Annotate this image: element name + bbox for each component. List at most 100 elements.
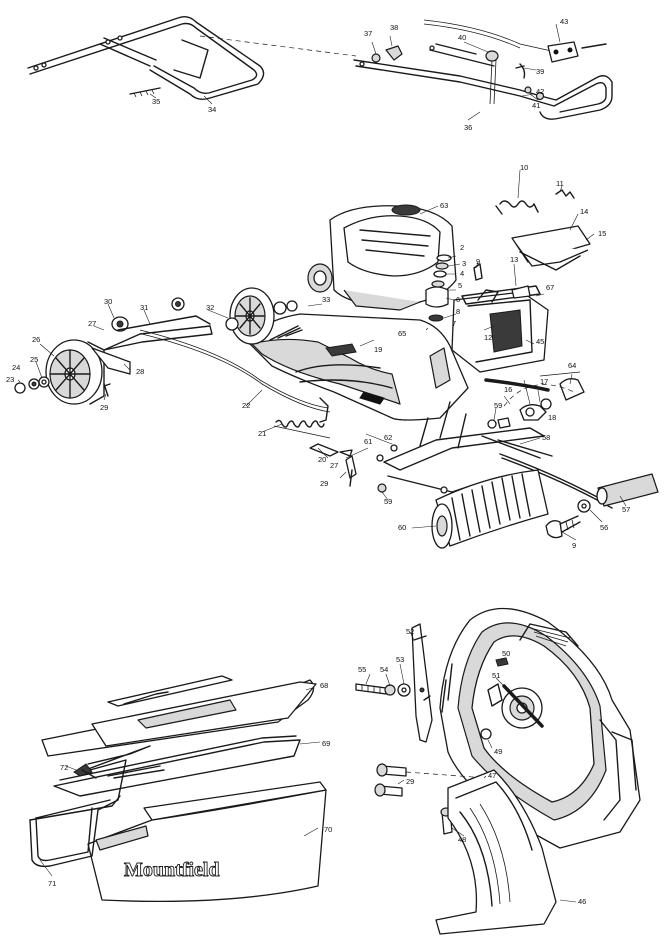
callout-6: 6 <box>456 295 460 304</box>
callout-25: 25 <box>30 355 38 364</box>
height-adjuster <box>503 371 585 421</box>
callout-29a: 29 <box>100 403 108 412</box>
callout-5: 5 <box>458 281 462 290</box>
grass-box-handle-wire <box>29 759 127 868</box>
callout-14: 14 <box>580 207 588 216</box>
callout-19: 19 <box>374 345 382 354</box>
callout-72: 72 <box>60 763 68 772</box>
callout-56: 56 <box>600 523 608 532</box>
callout-60: 60 <box>398 523 406 532</box>
callout-24: 24 <box>12 363 20 372</box>
grass-box-clip <box>73 763 97 779</box>
callout-23: 23 <box>6 375 14 384</box>
callout-52: 52 <box>406 627 414 636</box>
callout-47: 47 <box>488 771 496 780</box>
callout-64: 64 <box>568 361 576 370</box>
callout-35: 35 <box>152 97 160 106</box>
callout-58: 58 <box>542 433 550 442</box>
callout-54: 54 <box>380 665 388 674</box>
callout-39: 39 <box>536 67 544 76</box>
blade-fixings <box>355 683 411 697</box>
callout-11: 11 <box>556 179 564 188</box>
callout-63: 63 <box>440 201 448 210</box>
callout-7: 7 <box>452 319 456 328</box>
drive-cable <box>139 329 331 423</box>
callout-28: 28 <box>136 367 144 376</box>
roller-frame <box>383 401 553 496</box>
front-hub-parts <box>14 315 213 397</box>
lever-cable <box>423 19 557 105</box>
callout-40: 40 <box>458 33 466 42</box>
handle-bolt <box>129 87 161 98</box>
callout-68: 68 <box>320 681 328 690</box>
callout-15: 15 <box>598 229 606 238</box>
callout-61: 61 <box>364 437 372 446</box>
callout-27b: 27 <box>330 461 338 470</box>
callout-4: 4 <box>460 269 464 278</box>
callout-13: 13 <box>510 255 518 264</box>
callout-2: 2 <box>460 243 464 252</box>
callout-62: 62 <box>384 433 392 442</box>
callout-34: 34 <box>208 105 216 114</box>
callout-59a: 59 <box>384 497 392 506</box>
callout-31: 31 <box>140 303 148 312</box>
callout-45: 45 <box>536 337 544 346</box>
callout-38: 38 <box>390 23 398 32</box>
grass-box-chute <box>429 285 549 389</box>
callout-32: 32 <box>206 303 214 312</box>
callout-29c: 29 <box>406 777 414 786</box>
cutter-deck <box>245 313 469 421</box>
callout-29b: 29 <box>320 479 328 488</box>
front-wheel <box>45 339 105 405</box>
leader-lines <box>17 23 627 903</box>
callout-43: 43 <box>560 17 568 26</box>
callout-22: 22 <box>242 401 250 410</box>
rear-wheel <box>171 287 298 345</box>
cutting-blade <box>411 623 433 743</box>
callout-26: 26 <box>32 335 40 344</box>
callout-9a: 9 <box>476 257 480 266</box>
grass-box-lid <box>41 675 317 757</box>
brand-logo-text: Mountfield <box>124 859 220 881</box>
callout-67: 67 <box>546 283 554 292</box>
engine <box>307 204 457 311</box>
callout-36: 36 <box>464 123 472 132</box>
lower-handle <box>27 15 265 101</box>
callout-53: 53 <box>396 655 404 664</box>
callout-3: 3 <box>462 259 466 268</box>
roller-axle-parts <box>545 473 659 539</box>
callout-46: 46 <box>578 897 586 906</box>
callout-51: 51 <box>492 671 500 680</box>
discharge-deflector <box>435 769 557 935</box>
callout-70: 70 <box>324 825 332 834</box>
callout-57: 57 <box>622 505 630 514</box>
rear-roller <box>431 469 549 549</box>
deck-screws <box>374 763 487 835</box>
blade-adaptor <box>480 683 544 740</box>
deck-fasteners <box>309 419 497 493</box>
rear-flap <box>511 225 591 299</box>
callout-27a: 27 <box>88 319 96 328</box>
callout-37: 37 <box>364 29 372 38</box>
callout-48: 48 <box>458 835 466 844</box>
callout-49: 49 <box>494 747 502 756</box>
callout-10: 10 <box>520 163 528 172</box>
callout-8: 8 <box>456 307 460 316</box>
callout-numbers: 37 38 40 39 43 42 41 36 34 35 63 10 11 1… <box>6 17 630 906</box>
callout-71: 71 <box>48 879 56 888</box>
callout-41: 41 <box>532 101 540 110</box>
callout-9b: 9 <box>572 541 576 550</box>
callout-30: 30 <box>104 297 112 306</box>
callout-55: 55 <box>358 665 366 674</box>
callout-16: 16 <box>504 385 512 394</box>
callout-50: 50 <box>502 649 510 658</box>
callout-33: 33 <box>322 295 330 304</box>
callout-18: 18 <box>548 413 556 422</box>
callout-21: 21 <box>258 429 266 438</box>
callout-59b: 59 <box>494 401 502 410</box>
handle-knobs <box>371 41 607 101</box>
callout-42: 42 <box>536 87 544 96</box>
callout-65: 65 <box>398 329 406 338</box>
